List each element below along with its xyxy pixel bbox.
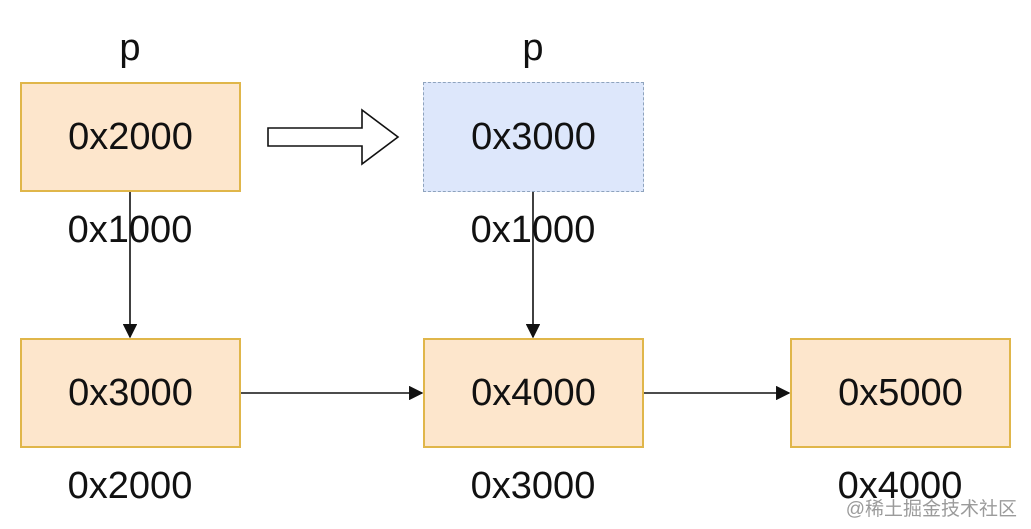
pointer-box-after: 0x3000 bbox=[423, 82, 644, 192]
transition-arrow-icon bbox=[267, 108, 400, 166]
list-node-3: 0x5000 bbox=[790, 338, 1011, 448]
list-node-1: 0x3000 bbox=[20, 338, 241, 448]
list-node-2: 0x4000 bbox=[423, 338, 644, 448]
pointer-label-before: p bbox=[119, 27, 141, 69]
pointer-box-before-value: 0x2000 bbox=[68, 115, 193, 158]
pointer-address-before: 0x1000 bbox=[67, 209, 193, 251]
list-node-2-address: 0x3000 bbox=[470, 465, 596, 507]
pointer-box-before: 0x2000 bbox=[20, 82, 241, 192]
list-node-2-value: 0x4000 bbox=[471, 371, 596, 414]
pointer-box-after-value: 0x3000 bbox=[471, 115, 596, 158]
list-node-1-address: 0x2000 bbox=[67, 465, 193, 507]
watermark: @稀土掘金技术社区 bbox=[845, 499, 1017, 520]
list-node-3-value: 0x5000 bbox=[838, 371, 963, 414]
list-node-3-address: 0x4000 bbox=[837, 465, 963, 507]
list-node-1-value: 0x3000 bbox=[68, 371, 193, 414]
pointer-address-after: 0x1000 bbox=[470, 209, 596, 251]
pointer-label-after: p bbox=[522, 27, 544, 69]
